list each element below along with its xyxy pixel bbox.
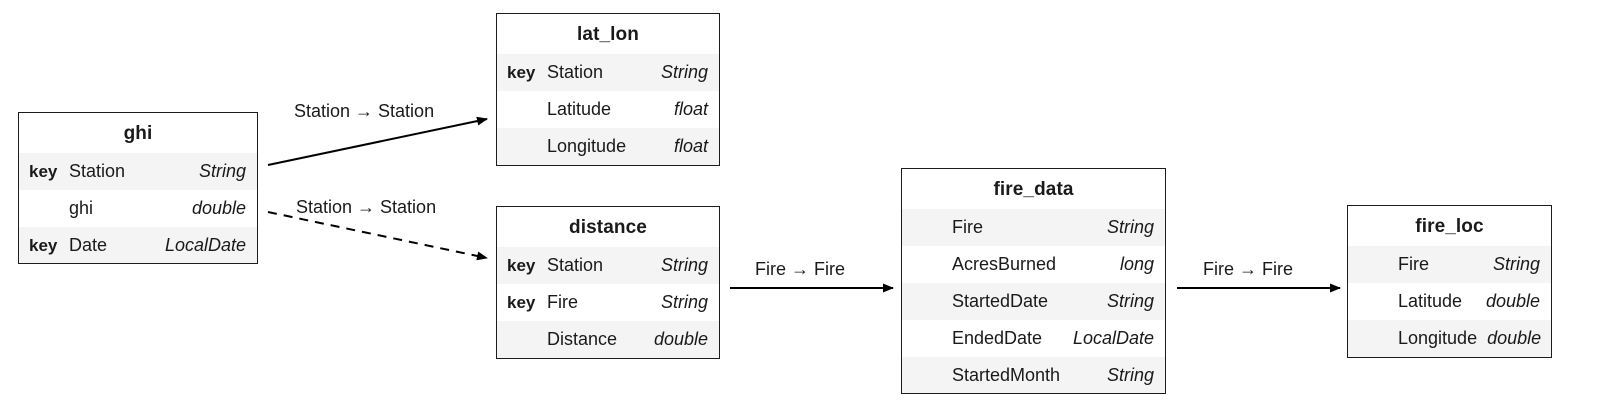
column-key-flag: key (29, 235, 58, 255)
column-type: String (198, 161, 246, 181)
table-row[interactable]: AcresBurned long (902, 246, 1165, 283)
column-type: double (191, 198, 246, 218)
table-row[interactable]: Latitude float (497, 91, 719, 128)
column-name: Station (547, 62, 604, 82)
column-type: String (1492, 254, 1540, 274)
column-name: Latitude (1398, 291, 1463, 311)
table-row[interactable]: Fire String (902, 209, 1165, 246)
column-type: LocalDate (164, 235, 246, 255)
column-type: String (1106, 291, 1154, 311)
table-row[interactable]: Longitude float (497, 128, 719, 165)
entity-title-distance: distance (497, 207, 719, 247)
table-row[interactable]: key Station String (497, 247, 719, 284)
column-name: StartedMonth (952, 365, 1061, 385)
column-type: long (1119, 254, 1154, 274)
table-row[interactable]: Fire String (1348, 246, 1551, 283)
table-row[interactable]: key Fire String (497, 284, 719, 321)
column-name: EndedDate (952, 328, 1043, 348)
table-row[interactable]: EndedDate LocalDate (902, 320, 1165, 357)
column-name: Fire (1398, 254, 1429, 274)
column-type: String (660, 255, 708, 275)
table-row[interactable]: key Station String (19, 153, 257, 190)
column-type: double (653, 329, 708, 349)
column-type: String (660, 62, 708, 82)
table-row[interactable]: Distance double (497, 321, 719, 358)
column-type: LocalDate (1072, 328, 1154, 348)
edge-ghi-to-lat_lon (267, 116, 488, 166)
column-type: float (673, 136, 708, 156)
edge-label-ghi-to-distance: Station → Station (296, 197, 437, 217)
column-name: AcresBurned (952, 254, 1057, 274)
column-name: Fire (952, 217, 983, 237)
column-type: String (660, 292, 708, 312)
entity-title-fire_loc: fire_loc (1348, 206, 1551, 246)
table-row[interactable]: key Date LocalDate (19, 227, 257, 263)
column-type: String (1106, 365, 1154, 385)
edge-label-distance-to-fire_data: Fire → Fire (755, 259, 845, 279)
edge-label-fire_data-to-fire_loc: Fire → Fire (1203, 259, 1293, 279)
column-type: String (1106, 217, 1154, 237)
column-name: Distance (547, 329, 618, 349)
table-row[interactable]: ghi double (19, 190, 257, 227)
column-name: StartedDate (952, 291, 1049, 311)
table-row[interactable]: StartedDate String (902, 283, 1165, 320)
column-key-flag: key (507, 255, 536, 275)
table-row[interactable]: key Station String (497, 54, 719, 91)
column-key-flag: key (507, 292, 536, 312)
column-name: Longitude (547, 136, 627, 156)
edge-ghi-to-distance (267, 211, 488, 261)
entity-title-fire_data: fire_data (902, 169, 1165, 209)
column-key-flag: key (507, 62, 536, 82)
column-type: double (1487, 328, 1542, 348)
edge-label-ghi-to-lat_lon: Station → Station (294, 101, 435, 121)
column-name: Station (69, 161, 126, 181)
table-row[interactable]: Longitude double (1348, 320, 1551, 357)
column-name: Station (547, 255, 604, 275)
column-name: Date (69, 235, 108, 255)
column-key-flag: key (29, 161, 58, 181)
column-type: double (1485, 291, 1540, 311)
column-name: Latitude (547, 99, 612, 119)
column-name: Fire (547, 292, 578, 312)
table-row[interactable]: StartedMonth String (902, 357, 1165, 393)
column-name: Longitude (1398, 328, 1478, 348)
entity-title-ghi: ghi (19, 113, 257, 153)
table-row[interactable]: Latitude double (1348, 283, 1551, 320)
column-type: float (673, 99, 708, 119)
column-name: ghi (69, 198, 94, 218)
entity-title-lat_lon: lat_lon (497, 14, 719, 54)
